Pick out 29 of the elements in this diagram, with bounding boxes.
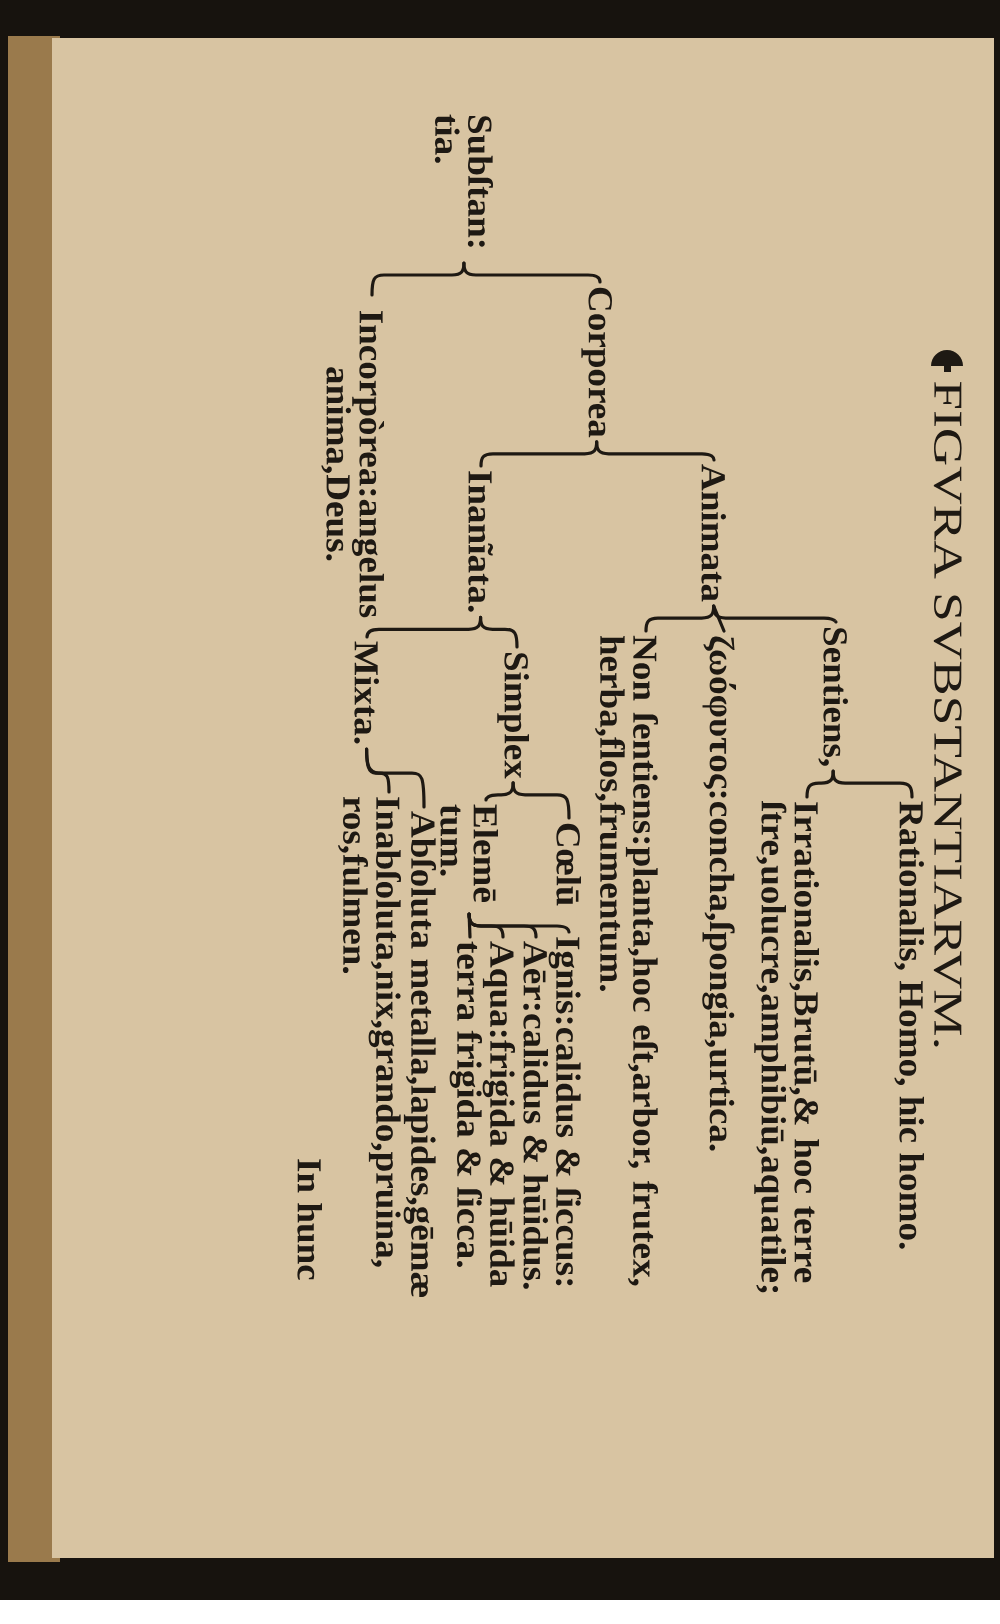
- title: FIGVRA SVBSTANTIARVM.: [933, 381, 962, 1047]
- brace: [712, 604, 726, 633]
- category-label: Corporea: [581, 287, 612, 438]
- category-label: ζωόφυτος:concha,ſpongia,urtica.: [702, 636, 736, 1151]
- category-label: Mixta.: [354, 641, 379, 744]
- category-label: Subſtan: tia.: [434, 114, 493, 247]
- brace: [484, 781, 515, 802]
- category-label: terra frigida & ſicca.: [449, 941, 482, 1267]
- category-label: Non ſentiens:planta,hoc eſt,arbor, frutex, herba,flos,frumentum.: [594, 635, 658, 1286]
- category-label: Cœlū: [556, 823, 581, 906]
- brace: [462, 261, 602, 284]
- category-label: Aqua:frigida & hūida: [482, 941, 515, 1287]
- brace: [365, 747, 391, 794]
- brace: [365, 615, 483, 639]
- category-label: Elemē tum.: [440, 804, 498, 902]
- category-label: Abſoluta metalla,lapides,gēmæ: [403, 811, 436, 1298]
- brace: [805, 769, 835, 799]
- category-label: Ignis:calidus & ſiccus:: [548, 937, 581, 1286]
- category-label: Irrationalis,Brutū,& hoc terre ſtre,uolucre,amphibiū,aquatile;: [754, 801, 819, 1293]
- category-label: Sentiens,: [818, 627, 848, 766]
- category-label: Inanĩata.: [468, 471, 493, 612]
- category-label: Incorpòrea:angelus anima,Deus.: [321, 311, 384, 618]
- brace: [467, 912, 472, 939]
- category-label: Aēr:calidus & hūidus.: [523, 941, 548, 1289]
- catchword: In hunc: [297, 1159, 322, 1280]
- category-label: Animata: [701, 464, 726, 602]
- category-label: Rationalis, Homo, hic homo.: [894, 801, 924, 1249]
- category-label: Simplex: [497, 652, 529, 779]
- category-label: Inabſoluta,nix,grando,pruina, ros,fulmen.: [337, 797, 401, 1267]
